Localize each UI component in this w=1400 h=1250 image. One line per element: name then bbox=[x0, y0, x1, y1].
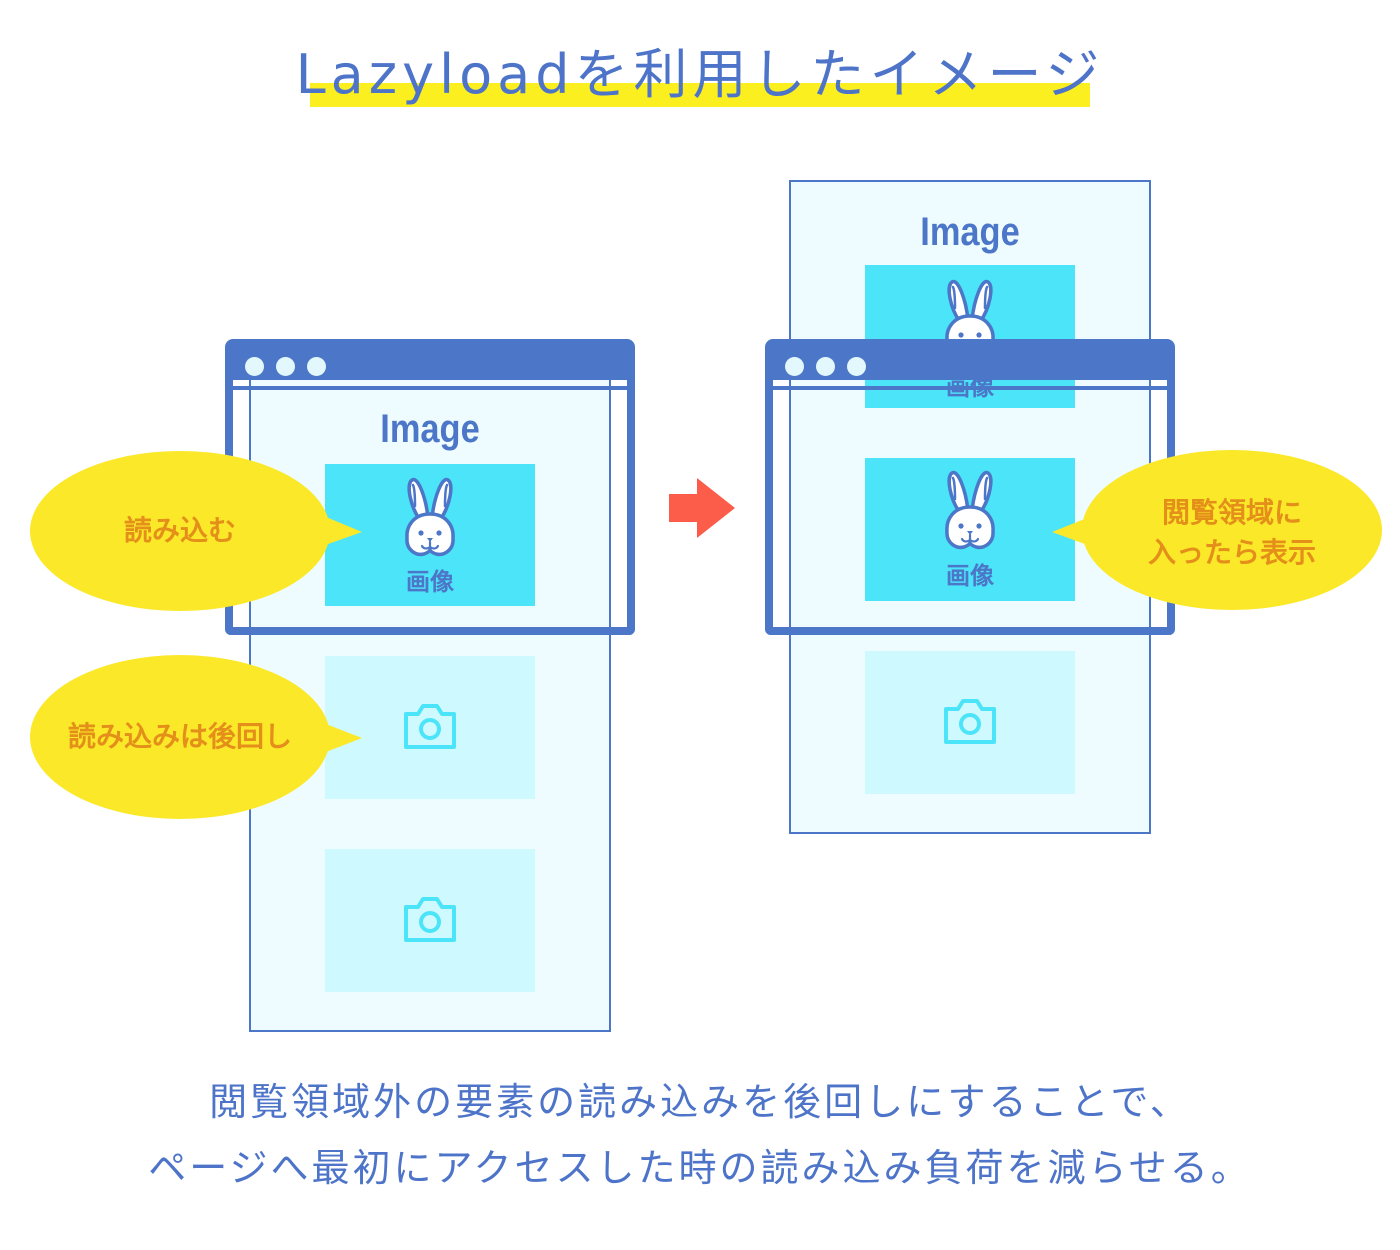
title-highlight bbox=[310, 83, 1090, 107]
speech-bubble-display bbox=[1052, 450, 1382, 610]
left-image-loaded: 画像 bbox=[325, 464, 535, 606]
page-title: Lazyloadを利用したイメージ bbox=[295, 43, 1105, 106]
right-image-top: 画像 bbox=[865, 265, 1075, 408]
window-dot bbox=[847, 357, 866, 376]
window-dot bbox=[307, 357, 326, 376]
camera-icon bbox=[401, 894, 459, 944]
camera-icon bbox=[401, 701, 459, 751]
window-dot bbox=[245, 357, 264, 376]
left-placeholder-2 bbox=[325, 849, 535, 992]
bubble-display-line2: 入ったら表示 bbox=[1147, 536, 1316, 569]
right-browser-titlebar-line bbox=[765, 386, 1175, 390]
footer-line-1: 閲覧領域外の要素の読み込みを後回しにすることで、 bbox=[209, 1080, 1191, 1124]
right-placeholder bbox=[865, 651, 1075, 794]
window-dot bbox=[785, 357, 804, 376]
speech-bubble-load bbox=[30, 451, 362, 611]
bubble-display-line1: 閲覧領域に bbox=[1161, 496, 1302, 529]
camera-icon bbox=[941, 696, 999, 746]
left-placeholder-1 bbox=[325, 656, 535, 799]
right-image-heading: Image bbox=[920, 210, 1020, 254]
bubble-defer-text: 読み込みは後回し bbox=[67, 720, 292, 753]
right-image-main-caption: 画像 bbox=[946, 562, 994, 590]
left-browser-titlebar bbox=[225, 339, 635, 380]
left-image-caption: 画像 bbox=[406, 568, 454, 596]
window-dot bbox=[276, 357, 295, 376]
window-dot bbox=[816, 357, 835, 376]
right-browser-titlebar bbox=[765, 339, 1175, 380]
bubble-load-text: 読み込む bbox=[123, 514, 236, 547]
footer-line-2: ページへ最初にアクセスした時の読み込み負荷を減らせる。 bbox=[148, 1146, 1252, 1190]
speech-bubble-defer bbox=[30, 655, 362, 819]
left-browser-titlebar-line bbox=[225, 386, 635, 390]
left-image-heading: Image bbox=[380, 407, 480, 451]
arrow-right-icon bbox=[669, 478, 735, 538]
right-image-main: 画像 bbox=[865, 458, 1075, 601]
